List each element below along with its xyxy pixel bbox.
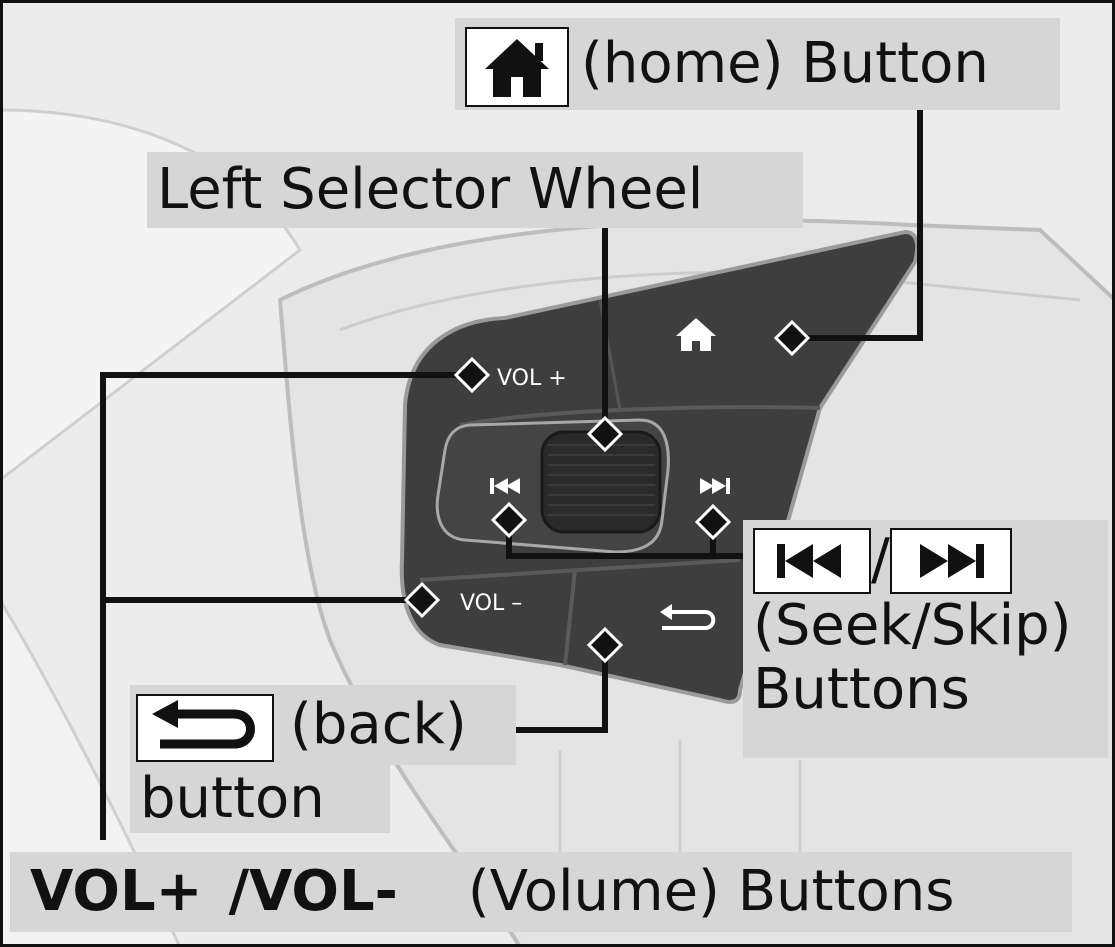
marker-back (586, 626, 624, 664)
panel-seek-icon[interactable] (490, 478, 520, 494)
back-button-label: (back) (130, 685, 516, 765)
marker-home (773, 319, 811, 357)
vol-plus-label: VOL+ (30, 859, 203, 924)
callout-markers (403, 319, 811, 664)
callout-home (792, 110, 923, 341)
marker-selector-wheel (586, 415, 624, 453)
back-vol-divider (563, 569, 577, 666)
home-button-divider (459, 405, 821, 427)
seek-skip-slash: / (871, 527, 890, 593)
marker-vol-minus (403, 581, 441, 619)
panel-back-icon[interactable] (660, 604, 716, 630)
seek-skip-label: / (Seek/Skip) Buttons (743, 520, 1108, 758)
left-selector-wheel-label: Left Selector Wheel (147, 152, 803, 228)
seek-skip-text-line1: (Seek/Skip) (753, 592, 1072, 658)
panel-vol-minus-text[interactable]: VOL – (460, 591, 522, 616)
back-label-text: (back) (290, 692, 467, 757)
home-icon (465, 26, 569, 107)
panel-vol-plus-text[interactable]: VOL + (497, 366, 567, 391)
home-button-label: (home) Button (455, 18, 1060, 110)
callout-back (500, 645, 608, 733)
volume-label-text: (Volume) Buttons (467, 859, 955, 924)
seek-back-icon (753, 527, 871, 594)
callout-lines (100, 110, 923, 840)
vol-minus-label: VOL- (249, 859, 398, 924)
marker-vol-plus (453, 356, 491, 394)
skip-forward-icon (889, 527, 1012, 594)
back-button-label-line2: button (130, 765, 390, 833)
vol-slash-label: / (228, 859, 250, 924)
panel-home-icon[interactable] (676, 318, 716, 351)
back-arrow-icon (136, 693, 274, 762)
callout-vol-plus (100, 372, 472, 840)
marker-skip (694, 503, 732, 541)
marker-seek (490, 501, 528, 539)
lower-divider (419, 558, 741, 582)
panel-skip-icon[interactable] (700, 478, 730, 494)
volume-buttons-label: VOL+ /VOL- (Volume) Buttons (10, 852, 1072, 932)
seek-skip-text-line2: Buttons (753, 657, 970, 723)
home-label-text: (home) Button (581, 31, 989, 96)
seek-skip-icons-row: / (753, 526, 1098, 594)
